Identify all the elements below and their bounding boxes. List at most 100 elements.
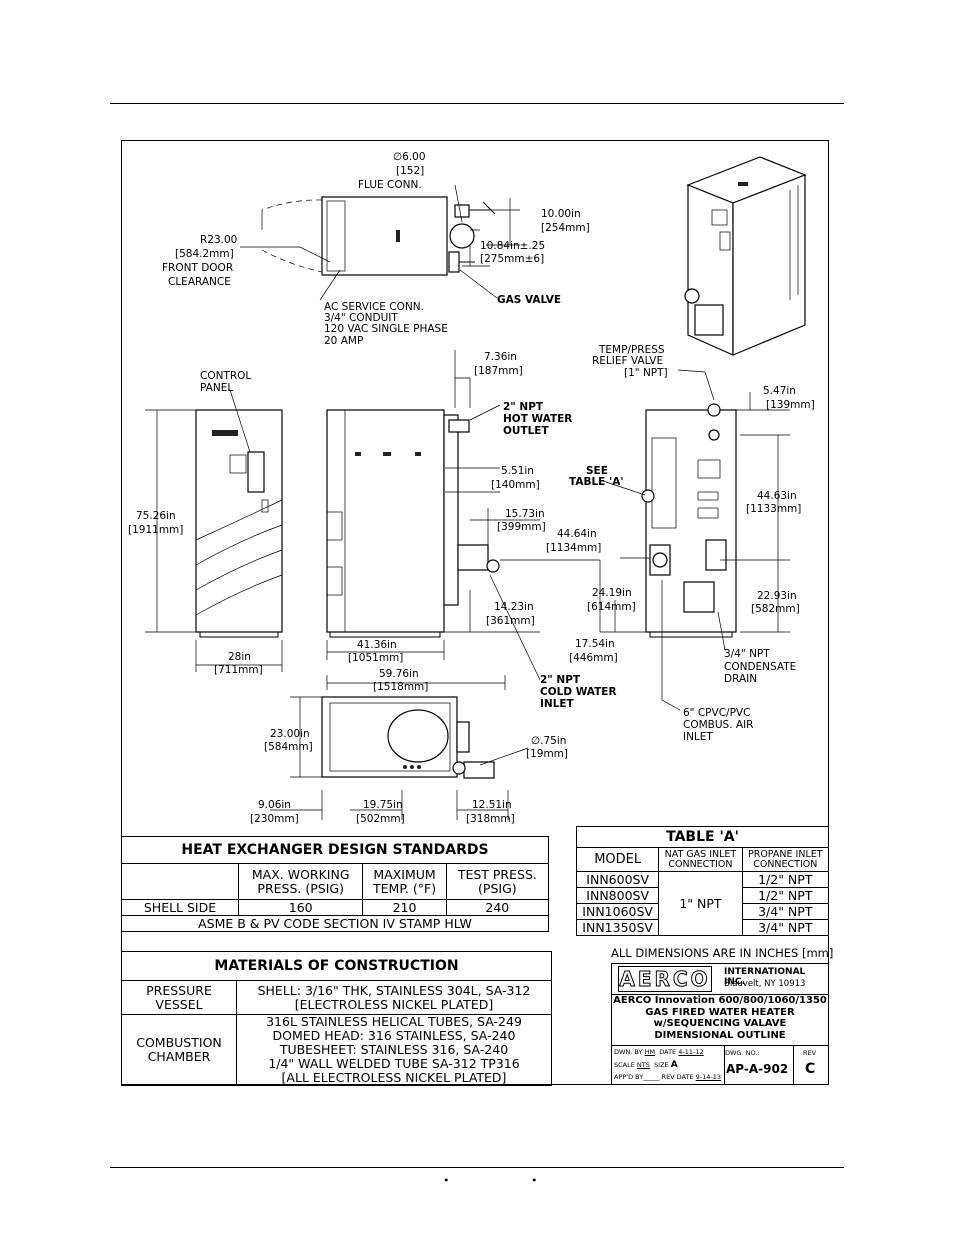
table-cell: 3/4" NPT	[741, 919, 830, 936]
callout-label: INLET	[683, 731, 713, 743]
dim-label: 44.64in	[557, 528, 597, 540]
callout-label: 2" NPT	[540, 674, 581, 686]
table-cell: 3/4" NPT	[741, 903, 830, 920]
dim-label: [614mm]	[587, 601, 636, 613]
drawing-title: AERCO Innovation 600/800/1060/1350 GAS F…	[612, 995, 828, 1046]
rear-view	[599, 369, 790, 711]
dim-label: [140mm]	[491, 479, 540, 491]
dim-label: ∅.75in	[531, 735, 566, 747]
callout-label: PANEL	[200, 382, 233, 394]
table-cell: 210	[362, 899, 447, 916]
dim-label: 15.73in	[505, 508, 545, 520]
callout-label: CONTROL	[200, 370, 251, 382]
footer-bullet: •	[443, 1174, 450, 1187]
asme-note: ASME B & PV CODE SECTION IV STAMP HLW	[121, 915, 549, 932]
dim-label: [1911mm]	[128, 524, 183, 536]
rev-label: REV	[803, 1049, 817, 1057]
dim-label: [139mm]	[766, 399, 815, 411]
dim-label: 19.75in	[363, 799, 403, 811]
callout-label: HOT WATER	[503, 413, 572, 425]
dim-label: 28in	[228, 651, 251, 663]
callout-label: CONDENSATE	[724, 661, 796, 673]
footer-bullet: •	[531, 1174, 538, 1187]
callout-label: COMBUS. AIR	[683, 719, 753, 731]
callout-label: 3/4" CONDUIT	[324, 312, 398, 324]
callout-label: TABLE 'A'	[569, 476, 624, 488]
company-address: Blauvelt, NY 10913	[724, 979, 806, 989]
table-header: TEST PRESS.(PSIG)	[445, 863, 550, 900]
dim-label: CLEARANCE	[168, 276, 231, 288]
dim-label: 7.36in	[484, 351, 517, 363]
table-cell: INN1060SV	[575, 903, 660, 920]
callout-label: 6" CPVC/PVC	[683, 707, 750, 719]
dim-label: [152]	[396, 165, 424, 177]
footer-rule	[110, 1167, 844, 1168]
dim-label: 5.47in	[763, 385, 796, 397]
dim-label: [446mm]	[569, 652, 618, 664]
table-title: TABLE 'A'	[576, 826, 829, 848]
table-cell: INN800SV	[575, 887, 660, 904]
callout-label: TEMP/PRESS	[598, 344, 665, 356]
dim-label: 23.00in	[270, 728, 310, 740]
callout-label: [1" NPT]	[624, 367, 668, 379]
dim-label: [399mm]	[497, 521, 546, 533]
callout-label: 20 AMP	[324, 335, 363, 347]
table-cell: 1/2" NPT	[741, 887, 830, 904]
dim-label: 17.54in	[575, 638, 615, 650]
dimensions-note: ALL DIMENSIONS ARE IN INCHES [mm]	[611, 946, 834, 960]
dim-label: [19mm]	[526, 748, 568, 760]
callout-label: SEE	[586, 465, 608, 477]
dim-label: 14.23in	[494, 601, 534, 613]
dim-label: 24.19in	[592, 587, 632, 599]
dim-label: 5.51in	[501, 465, 534, 477]
callout-label: 120 VAC SINGLE PHASE	[324, 323, 448, 335]
title-block: AERCO INTERNATIONAL INC. Blauvelt, NY 10…	[611, 963, 829, 1085]
dim-label: [318mm]	[466, 813, 515, 825]
dim-label: [502mm]	[356, 813, 405, 825]
dim-label: FRONT DOOR	[162, 262, 233, 274]
side-view	[326, 350, 601, 690]
dim-label: 22.93in	[757, 590, 797, 602]
header-rule	[110, 103, 844, 104]
dim-label: [1051mm]	[348, 652, 403, 664]
dim-label: [711mm]	[214, 664, 263, 676]
materials-table: MATERIALS OF CONSTRUCTION PRESSURE VESSE…	[121, 951, 552, 1086]
dim-label: 59.76in	[379, 668, 419, 680]
dim-label: [584mm]	[264, 741, 313, 753]
table-cell: 1" NPT	[658, 871, 743, 936]
company-name: INTERNATIONAL INC.	[724, 967, 806, 987]
dim-label: 41.36in	[357, 639, 397, 651]
top-view	[240, 184, 520, 301]
front-view	[145, 389, 283, 672]
table-cell: SHELL: 3/16" THK, STAINLESS 304L, SA-312…	[236, 980, 552, 1015]
callout-label: AC SERVICE CONN.	[324, 301, 424, 313]
table-cell: 1/2" NPT	[741, 871, 830, 888]
table-cell: 240	[445, 899, 550, 916]
callout-label: COLD WATER	[540, 686, 617, 698]
callout-label: 3/4" NPT	[724, 648, 770, 660]
dim-label: [187mm]	[474, 365, 523, 377]
table-title: MATERIALS OF CONSTRUCTION	[121, 951, 552, 981]
callout-label: OUTLET	[503, 425, 549, 437]
dim-label: [1134mm]	[546, 542, 601, 554]
dim-label: [361mm]	[486, 615, 535, 627]
isometric-view	[684, 156, 807, 356]
table-header: MODEL	[575, 847, 660, 872]
dim-label: [582mm]	[751, 603, 800, 615]
aerco-logo: AERCO	[618, 966, 712, 992]
table-cell: INN600SV	[575, 871, 660, 888]
bottom-view	[270, 696, 529, 820]
table-cell: 160	[237, 899, 364, 916]
dim-label: [1518mm]	[373, 681, 428, 693]
callout-label: INLET	[540, 698, 575, 710]
dim-label: 10.84in±.25	[480, 240, 545, 252]
dim-label: 9.06in	[258, 799, 291, 811]
callout-label: RELIEF VALVE	[592, 355, 663, 367]
